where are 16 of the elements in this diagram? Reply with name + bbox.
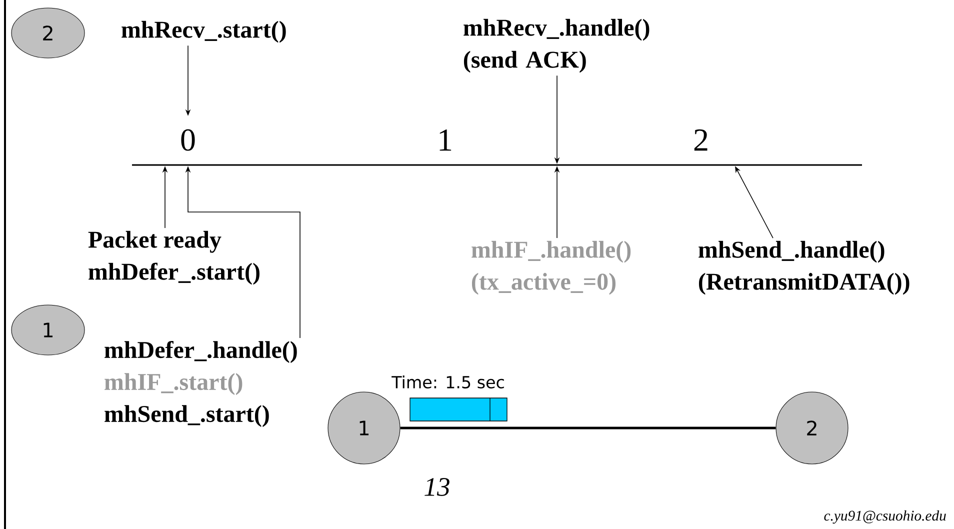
link-line (400, 426, 776, 430)
number-oval: 2 (11, 8, 85, 58)
tick-label: 2 (694, 129, 708, 151)
method-text: Packet ready mhDefer_.start() (88, 230, 260, 285)
page-number: 13 (424, 478, 450, 496)
method-text: mhDefer_.handle() mhIF_.start() mhSend_.start() (104, 340, 297, 427)
method-text: mhIF_.handle() (tx_active_=0) (472, 240, 631, 295)
timeline (132, 129, 862, 166)
method-text: mhSend_.handle() (RetransmitDATA()) (698, 240, 910, 295)
number-oval: 1 (11, 304, 85, 356)
tick-label: 0 (181, 129, 195, 151)
tick-label: 1 (440, 129, 452, 151)
time-label: Time: 1.5 sec (392, 376, 504, 388)
email-address: c.yu91@csuohio.edu (824, 510, 946, 524)
method-text: mhRecv_.start() (122, 20, 286, 43)
method-text: mhRecv_.handle() (send ACK) (464, 18, 650, 73)
